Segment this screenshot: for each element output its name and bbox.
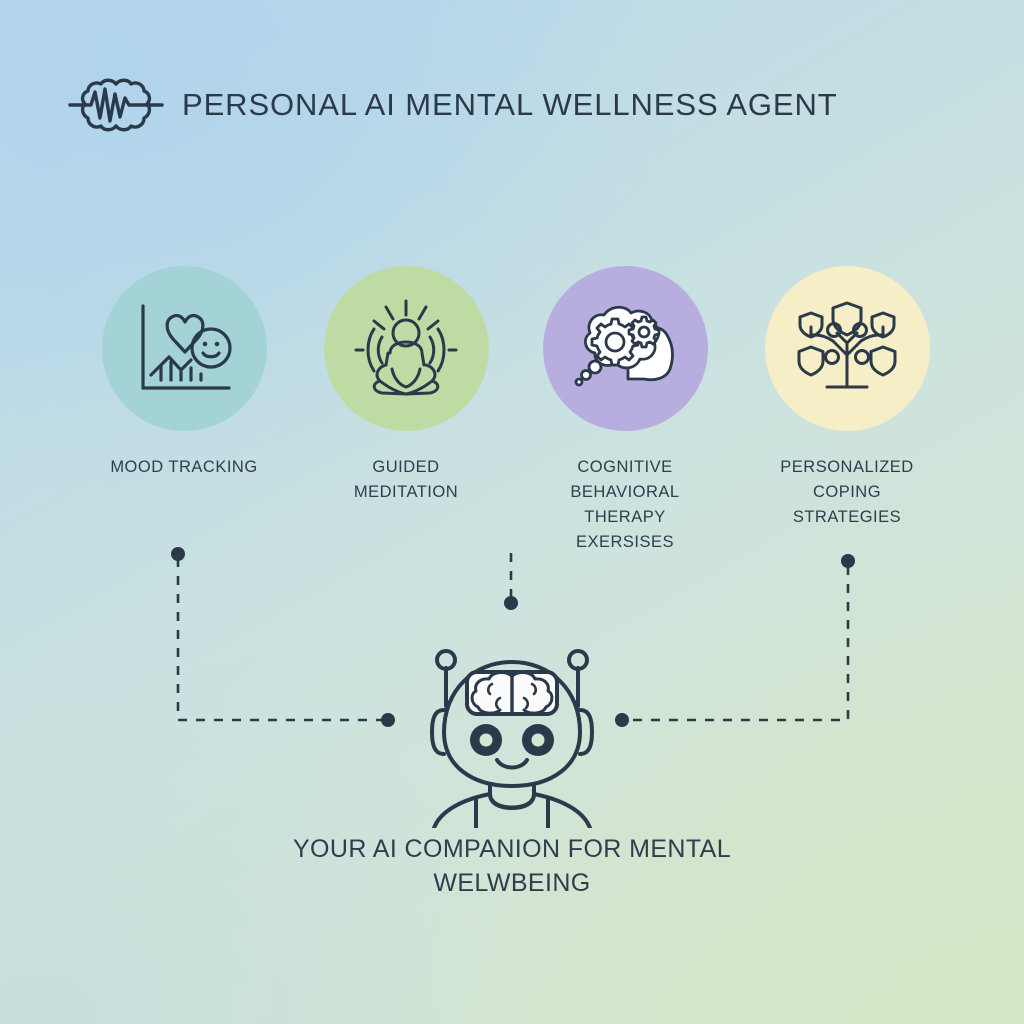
brain-waveform-icon xyxy=(68,76,164,134)
feature-label-mood-tracking: MOOD TRACKING xyxy=(110,458,258,476)
feature-label-coping-strategies: PERSONALIZED COPING STRATEGIES xyxy=(780,458,914,526)
header: PERSONAL AI MENTAL WELLNESS AGENT xyxy=(68,76,838,134)
connector-dot-mood-end xyxy=(381,713,395,727)
connector-mood-tracking xyxy=(176,558,384,722)
page-title: PERSONAL AI MENTAL WELLNESS AGENT xyxy=(182,87,838,122)
meditation-lotus-icon xyxy=(350,293,462,405)
feature-circle-mood-tracking xyxy=(101,266,267,431)
feature-cbt-exercises[interactable]: COGNITIVE BEHAVIORAL THERAPY EXERSISES xyxy=(514,266,736,555)
feature-coping-strategies[interactable]: PERSONALIZED COPING STRATEGIES xyxy=(736,266,958,530)
feature-label-cbt-exercises: COGNITIVE BEHAVIORAL THERAPY EXERSISES xyxy=(570,458,680,551)
mascot-caption: YOUR AI COMPANION FOR MENTAL WELWBEING xyxy=(292,835,732,897)
connector-dot-meditation-end xyxy=(504,596,518,610)
feature-circle-cbt-exercises xyxy=(542,266,708,431)
connector-coping-strategies xyxy=(626,566,850,722)
feature-circle-guided-meditation xyxy=(323,266,489,431)
thought-bubble-gears-bicep-icon xyxy=(566,293,684,405)
feature-circle-coping-strategies xyxy=(764,266,930,431)
feature-label-guided-meditation: GUIDED MEDITATION xyxy=(353,458,459,501)
shield-tree-network-icon xyxy=(789,291,905,407)
feature-mood-tracking[interactable]: MOOD TRACKING xyxy=(73,266,295,480)
connector-dot-mood-top xyxy=(171,547,185,561)
connector-dot-coping-top xyxy=(841,554,855,568)
ai-robot-brain-mascot[interactable] xyxy=(404,628,620,828)
mood-chart-icon xyxy=(129,294,239,404)
feature-guided-meditation[interactable]: GUIDED MEDITATION xyxy=(295,266,517,505)
